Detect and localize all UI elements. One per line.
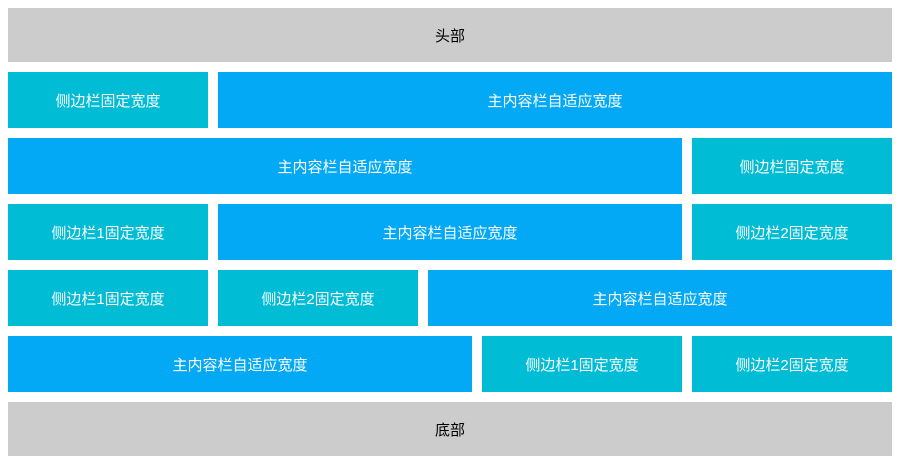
sidebar-2-block: 侧边栏2固定宽度 — [692, 204, 892, 260]
sidebar-block: 侧边栏固定宽度 — [692, 138, 892, 194]
main-content-block: 主内容栏自适应宽度 — [8, 138, 682, 194]
main-content-block: 主内容栏自适应宽度 — [428, 270, 892, 326]
layout-row-1: 侧边栏固定宽度 主内容栏自适应宽度 — [8, 72, 892, 128]
sidebar-1-block: 侧边栏1固定宽度 — [482, 336, 682, 392]
footer-bar: 底部 — [8, 402, 892, 456]
sidebar-2-block: 侧边栏2固定宽度 — [692, 336, 892, 392]
header-bar: 头部 — [8, 8, 892, 62]
sidebar-1-block: 侧边栏1固定宽度 — [8, 270, 208, 326]
main-content-block: 主内容栏自适应宽度 — [218, 204, 682, 260]
sidebar-2-block: 侧边栏2固定宽度 — [218, 270, 418, 326]
sidebar-1-block: 侧边栏1固定宽度 — [8, 204, 208, 260]
sidebar-block: 侧边栏固定宽度 — [8, 72, 208, 128]
layout-row-4: 侧边栏1固定宽度 侧边栏2固定宽度 主内容栏自适应宽度 — [8, 270, 892, 326]
layout-row-3: 侧边栏1固定宽度 主内容栏自适应宽度 侧边栏2固定宽度 — [8, 204, 892, 260]
main-content-block: 主内容栏自适应宽度 — [8, 336, 472, 392]
main-content-block: 主内容栏自适应宽度 — [218, 72, 892, 128]
layout-row-2: 主内容栏自适应宽度 侧边栏固定宽度 — [8, 138, 892, 194]
layout-row-5: 主内容栏自适应宽度 侧边栏1固定宽度 侧边栏2固定宽度 — [8, 336, 892, 392]
